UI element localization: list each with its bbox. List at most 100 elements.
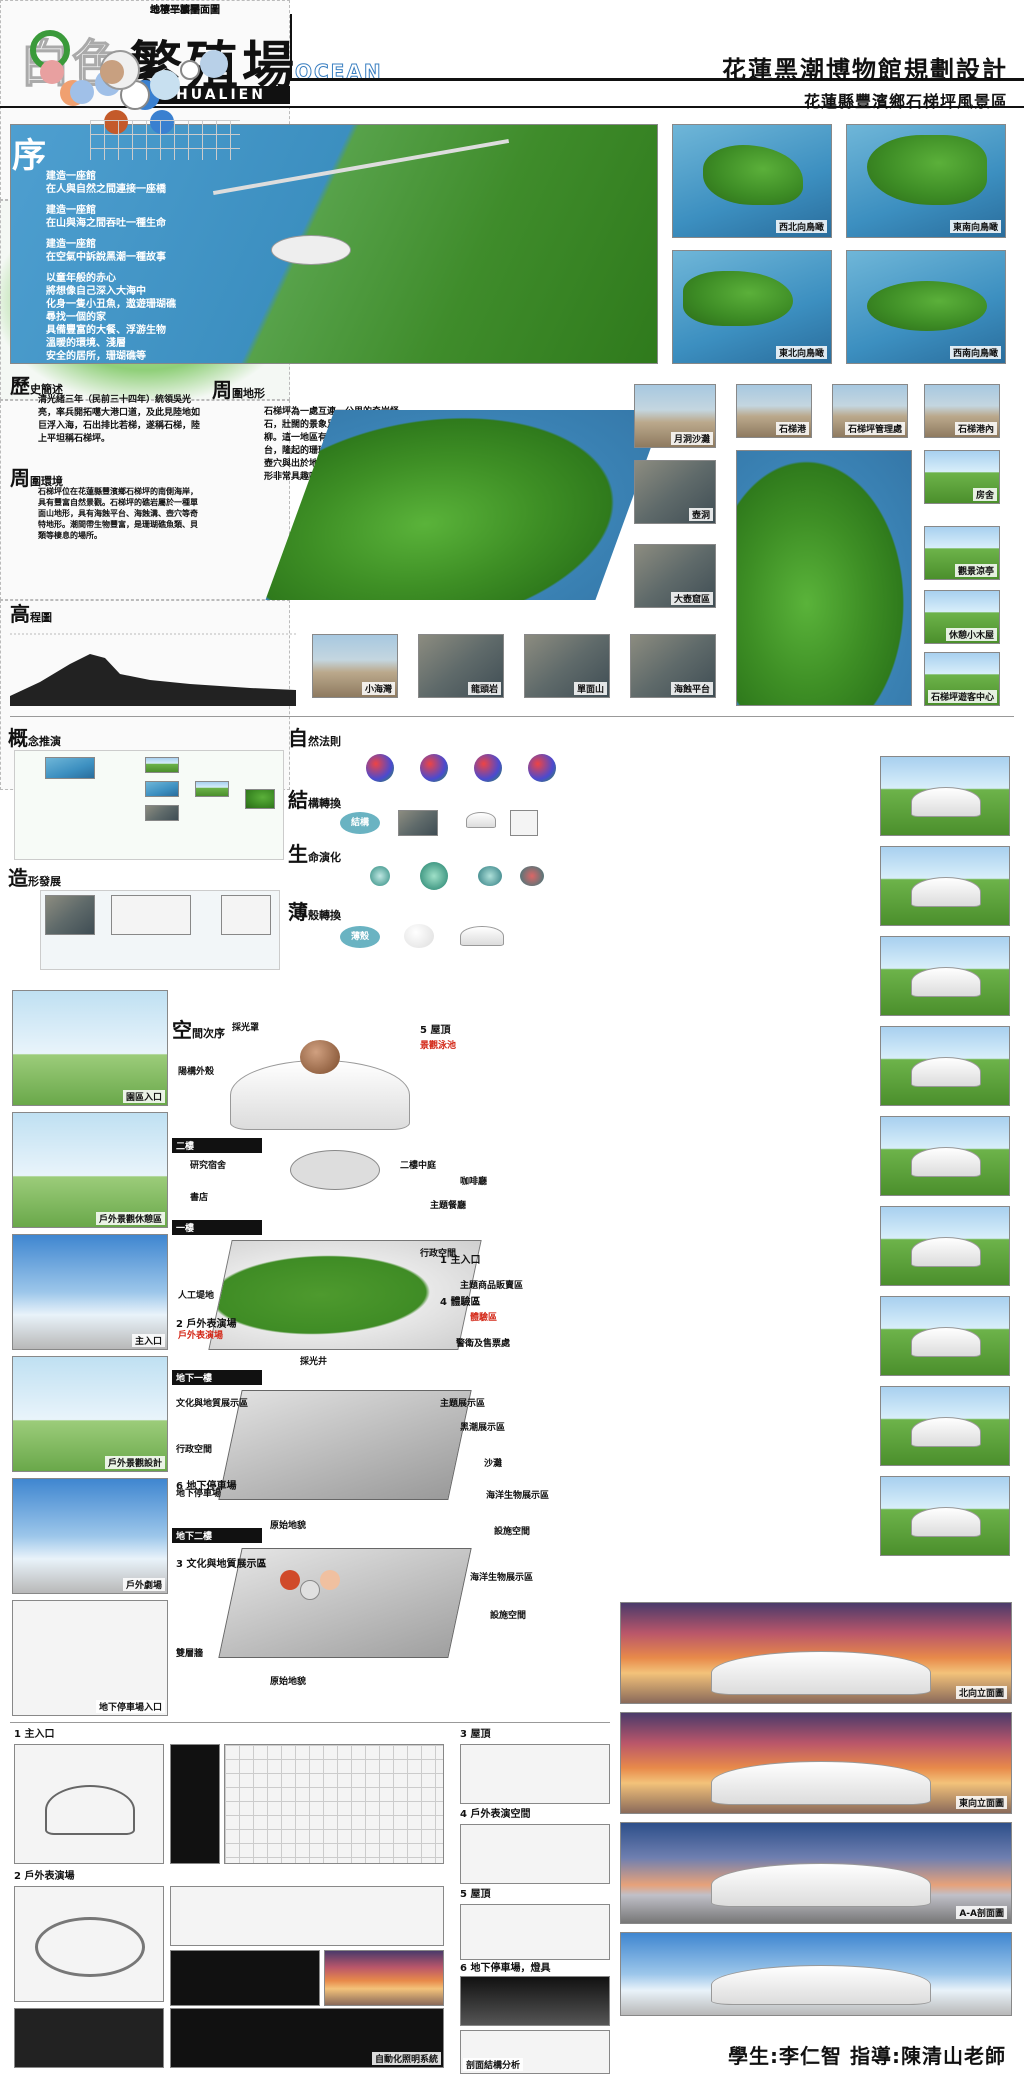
- form-sketch: [111, 895, 191, 935]
- space-label: 陽構外殼: [178, 1067, 215, 1077]
- page-title: 花蓮黑潮博物館規劃設計: [722, 56, 1008, 84]
- island-shape: [703, 145, 803, 205]
- molecule-icon: [366, 754, 394, 782]
- numbered-tag: 6 地下停車場: [176, 1481, 237, 1492]
- detail-sketch: [14, 1744, 164, 1864]
- site-photo: 海蝕平台: [630, 634, 716, 698]
- surroundings-heading-small: 圍地形: [232, 387, 265, 400]
- section-canopy: [711, 1863, 931, 1907]
- render-caption: 戶外景觀設計: [104, 1456, 165, 1469]
- right-site-caption: 房舍: [972, 488, 997, 501]
- profile-shape: [10, 654, 296, 706]
- site-photo: 龍頭岩: [418, 634, 504, 698]
- render-thumb: [880, 1386, 1010, 1466]
- right-site-photo: 石梯港內: [924, 384, 1000, 438]
- numbered-tag: 2 戶外表演場: [176, 1319, 237, 1330]
- space-label: 咖啡廳: [460, 1177, 488, 1187]
- detail-dark-panel: [14, 2008, 164, 2068]
- detail-caption: 自動化照明系統: [371, 2052, 441, 2065]
- detail-sketch: [170, 1886, 444, 1946]
- space-label: 海洋生物展示區: [486, 1491, 550, 1501]
- life-evolution-row: [370, 862, 560, 892]
- detail-sketch: [460, 1904, 610, 1960]
- flow-node-image: [195, 781, 229, 797]
- detail-section-title: 1 主入口: [14, 1729, 55, 1740]
- plan-circle: [70, 80, 94, 104]
- molecule-icon: [420, 754, 448, 782]
- page-subtitle: 花蓮縣豐濱鄉石梯坪風景區: [803, 92, 1008, 111]
- render-thumb: [880, 1206, 1010, 1286]
- aerial-view-caption: 東南向鳥瞰: [949, 220, 1001, 233]
- plan-circle: [180, 60, 200, 80]
- spaces-heading-small: 間次序: [192, 1027, 225, 1040]
- concept-flowchart: [14, 750, 284, 860]
- flow-node-image: [245, 789, 275, 809]
- structure-node: 結構: [340, 812, 380, 834]
- floor-tag: 地下一樓: [172, 1370, 262, 1385]
- space-label: 警衛及售票處: [456, 1339, 511, 1349]
- island-shape: [683, 271, 793, 326]
- site-photo-caption: 月洞沙灘: [670, 432, 713, 445]
- detail-section-title: 2 戶外表演場: [14, 1871, 75, 1882]
- detail-dark-panel: [170, 1950, 320, 2006]
- render-photo: 主入口: [12, 1234, 168, 1350]
- space-label: 採光罩: [232, 1023, 260, 1033]
- space-label: 採光井: [300, 1357, 328, 1367]
- road-line: [212, 138, 510, 196]
- right-site-caption: 石梯港: [775, 422, 809, 435]
- section-divider: [10, 716, 1014, 717]
- render-photo: 地下停車場入口: [12, 1600, 168, 1716]
- preface-line: 在山與海之間吞吐一種生命: [46, 218, 166, 229]
- right-site-photo: 房舍: [924, 450, 1000, 504]
- form-development-diagram: [40, 890, 280, 970]
- section-aa: A-A剖面圖: [620, 1822, 1012, 1924]
- detail-lighting-panel: 自動化照明系統: [170, 2008, 444, 2068]
- elevation-caption: 東向立面圖: [955, 1796, 1007, 1809]
- molecule-icon: [474, 754, 502, 782]
- aerial-view-caption: 西南向鳥瞰: [949, 346, 1001, 359]
- space-label: 設施空間: [490, 1611, 527, 1621]
- render-caption: 地下停車場入口: [95, 1700, 165, 1713]
- life-heading: 生命演化: [288, 838, 341, 867]
- env-heading-char: 周: [10, 466, 30, 490]
- detail-section-title: 6 地下停車場，燈具: [460, 1963, 551, 1974]
- detail-section-title: 4 戶外表演空間: [460, 1809, 531, 1820]
- nature-heading-small: 然法則: [308, 735, 341, 748]
- site-photo-caption: 壺洞: [688, 508, 713, 521]
- elevation-canopy: [711, 1651, 931, 1695]
- structure-heading-small: 構轉換: [308, 797, 341, 810]
- shell-heading-char: 薄: [288, 900, 308, 924]
- site-photo: 壺洞: [634, 460, 716, 524]
- b1-plan-title: 地下一樓平面圖: [150, 5, 220, 16]
- numbered-tag: 1 主入口: [440, 1255, 481, 1266]
- structure-canopy-shape: [466, 812, 496, 828]
- concept-heading-small: 念推演: [28, 735, 61, 748]
- parking-grid: [90, 120, 240, 160]
- preface-line: 溫暖的環境、淺層: [46, 338, 126, 349]
- credits: 學生:李仁智 指導:陳清山老師: [728, 2044, 1006, 2068]
- shell-heading-small: 殼轉換: [308, 909, 341, 922]
- right-site-photo: 觀景涼亭: [924, 526, 1000, 580]
- space-label: 原始地貌: [270, 1521, 307, 1531]
- render-thumb: [880, 936, 1010, 1016]
- shell-canopy-shape: [460, 926, 504, 946]
- right-site-caption: 觀景涼亭: [954, 564, 997, 577]
- site-photo-caption: 大壺窟區: [670, 592, 713, 605]
- detail-caption: 剖面結構分析: [463, 2058, 524, 2071]
- detail-section-title: 3 屋頂: [460, 1729, 491, 1740]
- space-label: 沙灘: [484, 1459, 503, 1469]
- header: 白色 繁殖場 OCEAN HUALIEN 花蓮黑潮博物館規劃設計 花蓮縣豐濱鄉石…: [0, 0, 1024, 111]
- cell-cluster-icon: [520, 866, 544, 886]
- detail-sketch: [460, 1744, 610, 1804]
- nature-heading: 自然法則: [288, 722, 341, 751]
- flow-node-image: [145, 757, 179, 773]
- floor-tag: 地下二樓: [172, 1528, 262, 1543]
- flow-node-image: [145, 781, 179, 797]
- structure-heading-char: 結: [288, 788, 308, 812]
- numbered-tag: 3 文化與地質展示區: [176, 1559, 267, 1570]
- space-label: 設施空間: [494, 1527, 531, 1537]
- preface-line: 在人與自然之間連接一座橋: [46, 184, 166, 195]
- space-label: 研究宿舍: [190, 1161, 227, 1171]
- elevation-north: 北向立面圖: [620, 1602, 1012, 1704]
- floor-tag: 一樓: [172, 1220, 262, 1235]
